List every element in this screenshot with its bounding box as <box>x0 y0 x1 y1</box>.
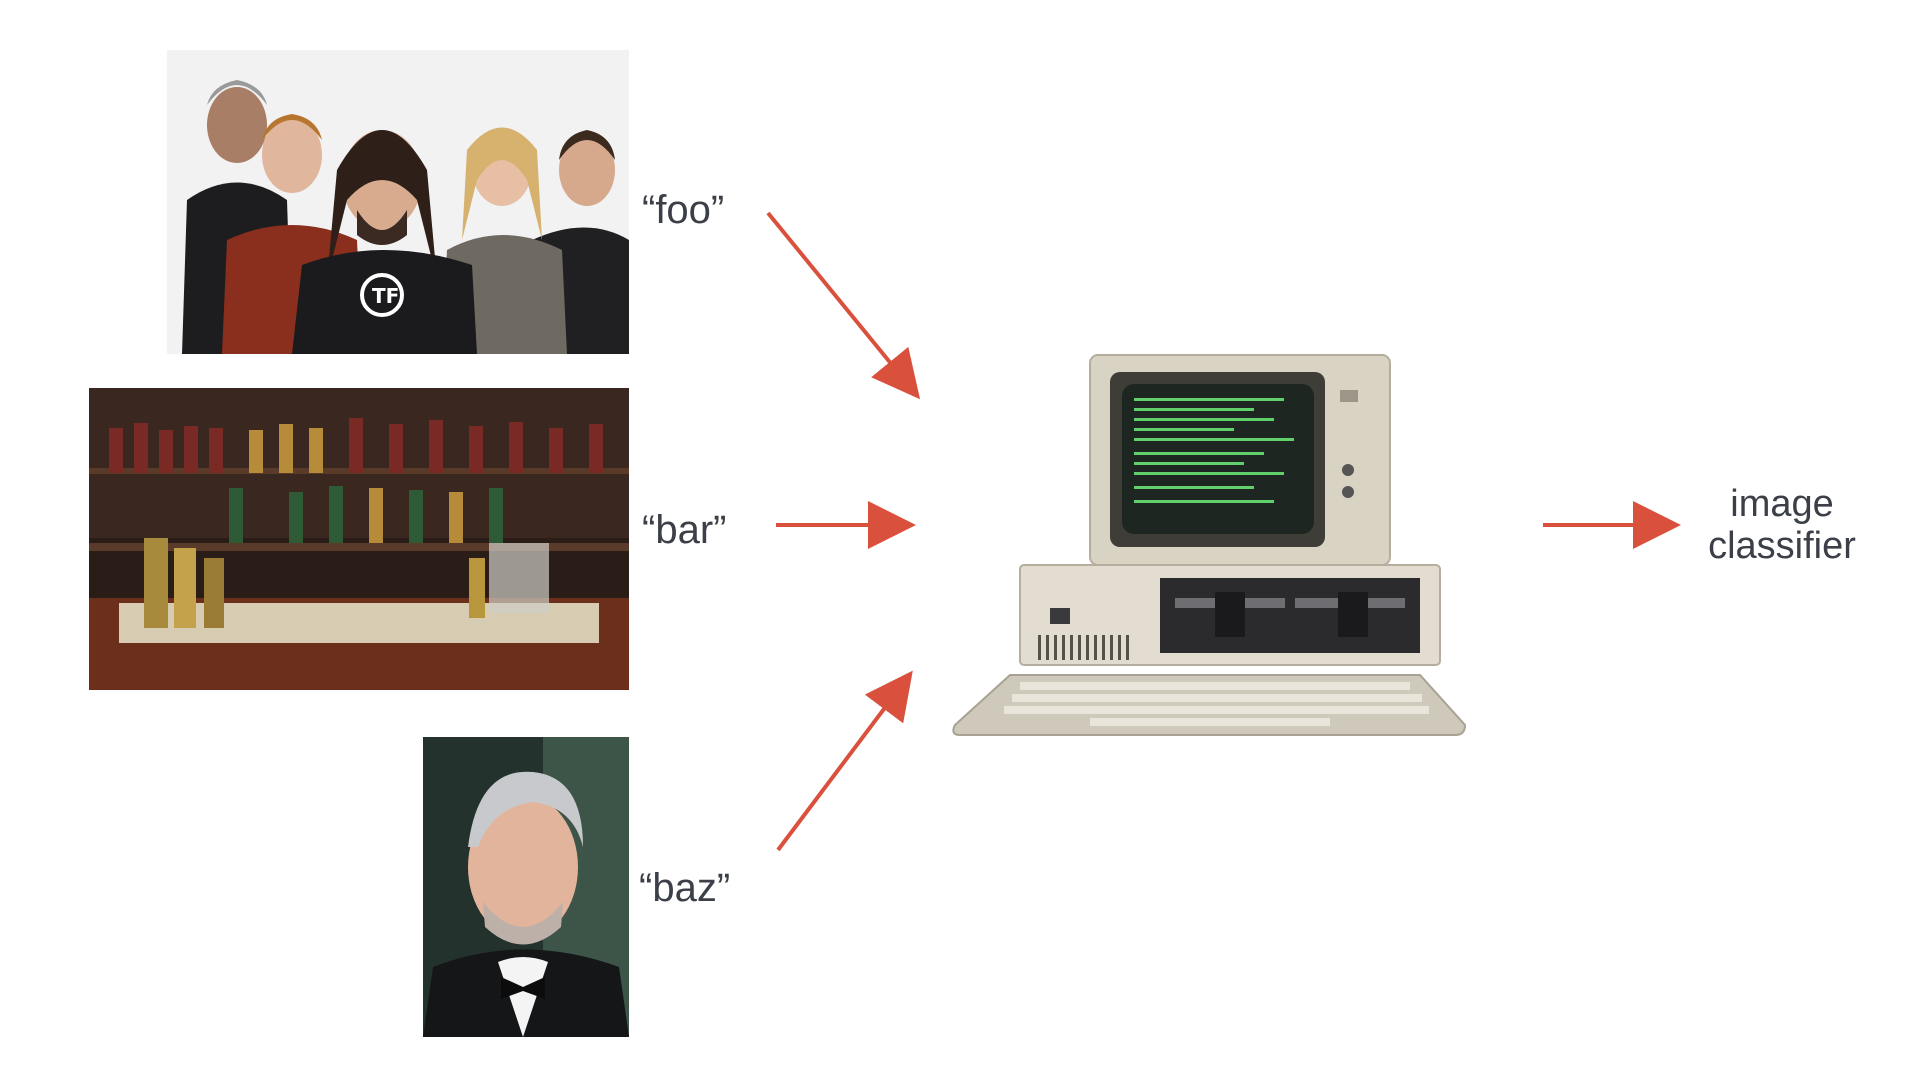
vintage-computer <box>950 350 1470 740</box>
band-photo: TF <box>167 50 629 354</box>
output-label: image classifier <box>1682 483 1882 567</box>
input-label-baz: “baz” <box>639 866 731 910</box>
svg-text:TF: TF <box>372 284 399 308</box>
output-label-line1: image <box>1730 483 1834 525</box>
input-label-bar: “bar” <box>642 508 727 552</box>
input-label-foo: “foo” <box>642 188 725 232</box>
output-label-line2: classifier <box>1708 525 1856 567</box>
bar-photo <box>89 388 629 690</box>
portrait-photo <box>423 737 629 1037</box>
